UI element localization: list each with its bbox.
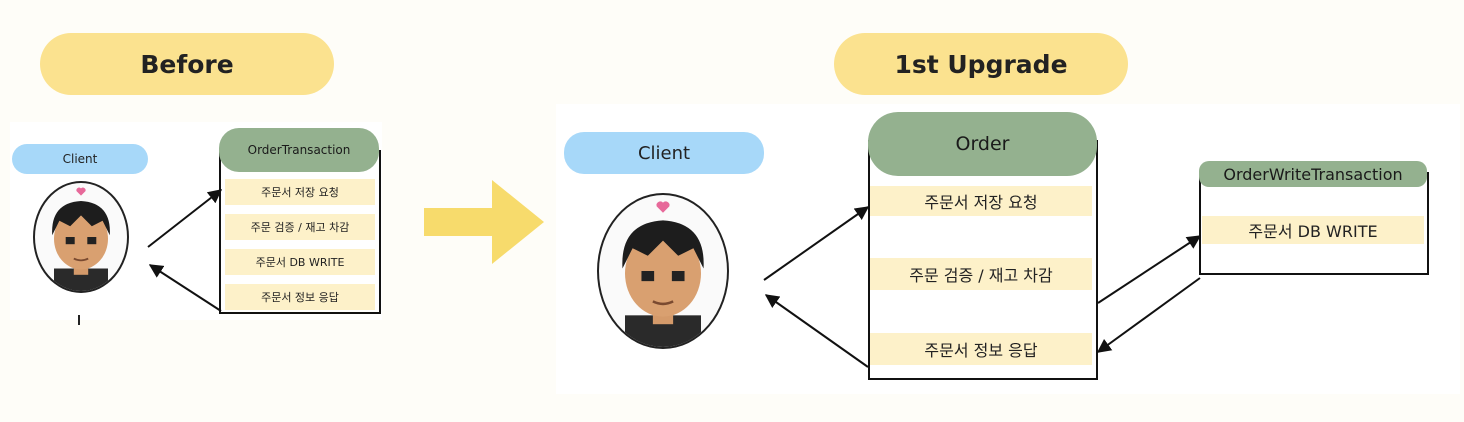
before-step: 주문서 정보 응답 bbox=[225, 284, 375, 310]
before-client-avatar bbox=[33, 181, 129, 293]
before-request-arrow bbox=[147, 189, 223, 248]
upgrade-request-arrow bbox=[763, 206, 870, 281]
write-request-arrow bbox=[1097, 235, 1202, 304]
before-client-label: Client bbox=[12, 144, 148, 174]
before-title: Before bbox=[40, 33, 334, 95]
order-box-header: Order bbox=[868, 112, 1097, 176]
upgrade-response-arrow bbox=[764, 294, 869, 368]
before-step: 주문서 DB WRITE bbox=[225, 249, 375, 275]
order-step: 주문 검증 / 재고 차감 bbox=[870, 258, 1092, 290]
write-response-arrow bbox=[1096, 277, 1201, 353]
person-icon bbox=[52, 187, 110, 291]
before-box-header: OrderTransaction bbox=[219, 128, 379, 172]
before-step: 주문 검증 / 재고 차감 bbox=[225, 214, 375, 240]
order-step: 주문서 정보 응답 bbox=[870, 333, 1092, 365]
before-response-arrow bbox=[148, 264, 222, 312]
before-divider-mark bbox=[78, 315, 80, 325]
order-write-box-header: OrderWriteTransaction bbox=[1199, 161, 1427, 187]
before-step: 주문서 저장 요청 bbox=[225, 179, 375, 205]
order-step: 주문서 저장 요청 bbox=[870, 186, 1092, 216]
upgrade-client-avatar bbox=[597, 193, 729, 349]
order-write-step: 주문서 DB WRITE bbox=[1202, 216, 1424, 244]
upgrade-client-label: Client bbox=[564, 132, 764, 174]
upgrade-title: 1st Upgrade bbox=[834, 33, 1128, 95]
